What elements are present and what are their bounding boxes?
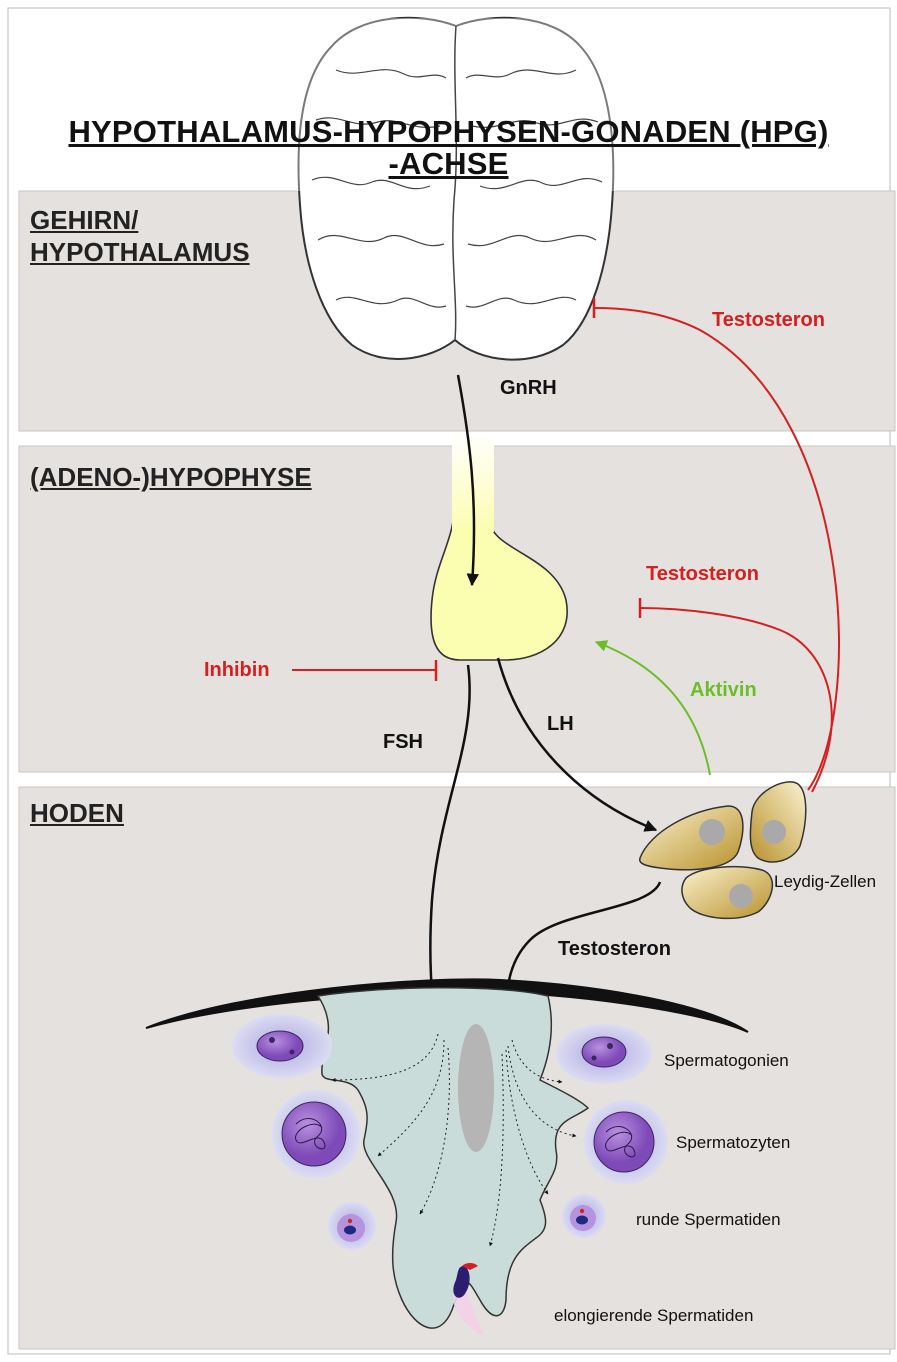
round-spermatid-right — [562, 1194, 606, 1238]
spermatogonia-label: Spermatogonien — [664, 1051, 789, 1071]
section-label-testis: HODEN — [30, 798, 124, 828]
lh-label: LH — [547, 713, 574, 736]
elongating-spermatids-label: elongierende Spermatiden — [554, 1306, 753, 1326]
round-spermatid-left — [328, 1202, 376, 1250]
spermatocyte-left — [272, 1090, 360, 1178]
figure-title-line1: HYPOTHALAMUS-HYPOPHYSEN-GONADEN (HPG) — [0, 114, 897, 150]
spermatocyte-right — [584, 1100, 668, 1184]
aktivin-label: Aktivin — [690, 679, 757, 702]
gnrh-label: GnRH — [500, 377, 557, 400]
section-label-brain-line1: GEHIRN/ — [30, 205, 138, 235]
spermatogonia-right — [556, 1024, 652, 1084]
section-label-brain-line2: HYPOTHALAMUS — [30, 237, 250, 267]
brain-illustration — [296, 18, 616, 360]
spermatocytes-label: Spermatozyten — [676, 1133, 790, 1153]
testosterone-pituitary-label: Testosteron — [646, 563, 759, 586]
fsh-label: FSH — [383, 731, 423, 754]
leydig-cells-label: Leydig-Zellen — [774, 872, 876, 892]
round-spermatids-label: runde Spermatiden — [636, 1210, 781, 1230]
spermatogonia-left — [232, 1014, 332, 1078]
testosterone-brain-label: Testosteron — [712, 309, 825, 332]
figure-title-line2: -ACHSE — [0, 146, 897, 182]
inhibin-label: Inhibin — [204, 659, 270, 682]
testosterone-local-label: Testosteron — [558, 938, 671, 961]
section-label-pituitary: (ADENO-)HYPOPHYSE — [30, 462, 312, 492]
